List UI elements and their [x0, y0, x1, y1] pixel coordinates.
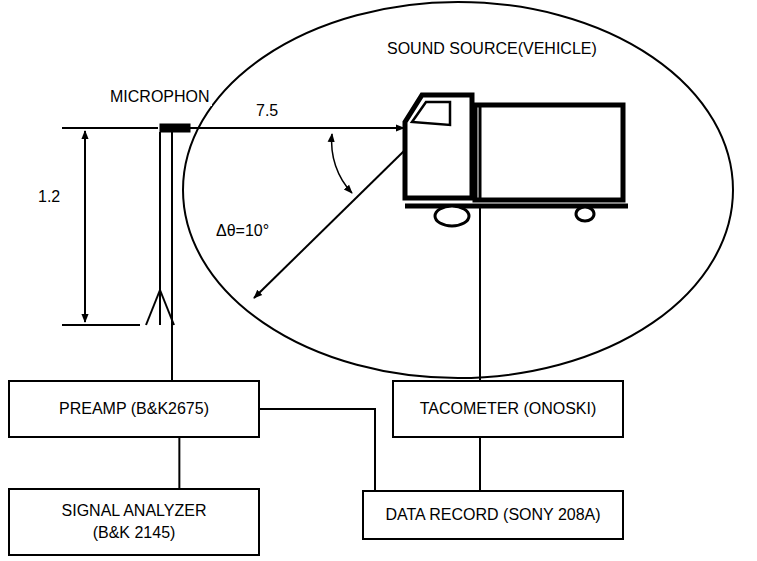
- signal-analyzer-box: SIGNAL ANALYZER (B&K 2145): [8, 488, 260, 556]
- signal-wire: [178, 438, 180, 488]
- height-label: 1.2: [36, 188, 62, 206]
- signal-wire: [479, 438, 481, 490]
- measurement-ellipse: [183, 2, 733, 378]
- microphone-figure: [146, 124, 190, 380]
- radius-arrow: [254, 150, 405, 298]
- box-label: SIGNAL ANALYZER (B&K 2145): [49, 500, 219, 543]
- vehicle-label: SOUND SOURCE(VEHICLE): [385, 40, 599, 58]
- signal-wire: [260, 409, 375, 490]
- data-recorder-box: DATA RECORD (SONY 208A): [362, 490, 624, 540]
- box-label: TACOMETER (ONOSKI): [420, 398, 597, 420]
- box-label: DATA RECORD (SONY 208A): [385, 504, 600, 526]
- preamp-box: PREAMP (B&K2675): [8, 380, 260, 438]
- angle-arc: [332, 134, 352, 193]
- distance-arrow: [190, 127, 404, 129]
- tacometer-box: TACOMETER (ONOSKI): [392, 380, 624, 438]
- vehicle-figure: [405, 95, 628, 226]
- distance-label: 7.5: [254, 102, 280, 120]
- angle-label: Δθ=10°: [214, 222, 271, 240]
- microphone-label: MICROPHON: [108, 88, 212, 106]
- tacho-wire: [479, 208, 481, 380]
- height-dimension: [62, 128, 158, 325]
- box-label: PREAMP (B&K2675): [59, 398, 209, 420]
